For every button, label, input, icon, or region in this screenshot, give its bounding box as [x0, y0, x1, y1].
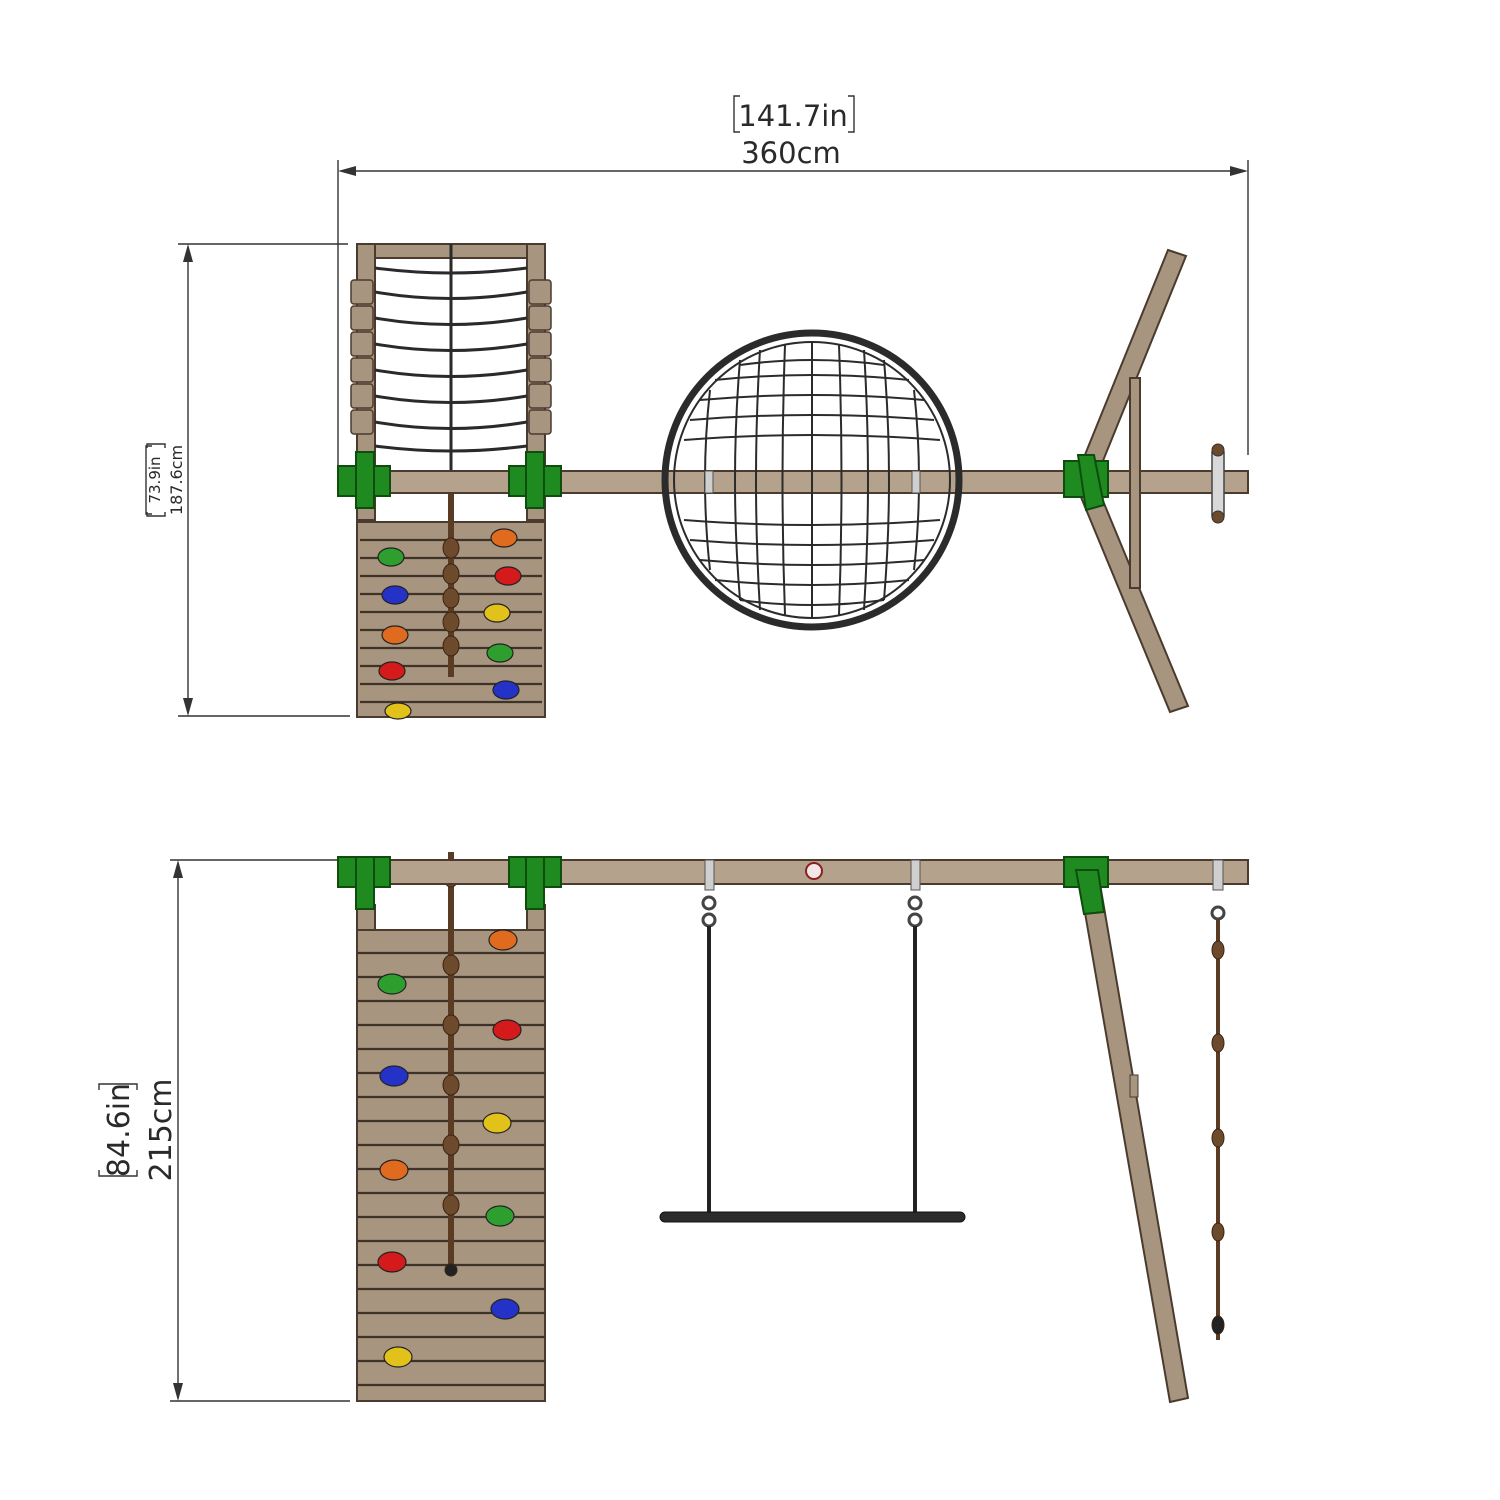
climbing-wall [356, 852, 546, 1402]
nest-swing-side [659, 859, 966, 1223]
climbing-hold [384, 702, 412, 720]
climbing-hold [488, 929, 518, 951]
top-view [337, 243, 1249, 720]
nest-swing [661, 329, 963, 631]
climbing-hold [490, 528, 518, 548]
climbing-hold [383, 1346, 413, 1368]
width-dimension: 141.7in 360cm [337, 95, 1249, 470]
green-bracket-side [337, 856, 1109, 916]
climbing-wall-top [356, 470, 546, 720]
climbing-hold [377, 1251, 407, 1273]
climbing-hold [483, 603, 511, 623]
rope-hook [1211, 443, 1225, 524]
depth-dimension: 73.9in 187.6cm [145, 243, 350, 717]
height-inches-label: 84.6in [102, 1083, 137, 1177]
climbing-hold [485, 1205, 515, 1227]
climbing-hold [381, 625, 409, 645]
climbing-hold [377, 547, 405, 567]
green-bracket [337, 451, 1109, 512]
climbing-hold [486, 643, 514, 663]
height-cm-label: 215cm [144, 1079, 179, 1182]
climbing-hold [381, 585, 409, 605]
top-beam [337, 470, 1249, 494]
depth-cm-label: 187.6cm [167, 445, 186, 515]
side-view [337, 852, 1249, 1404]
height-dimension: 84.6in 215cm [98, 859, 350, 1402]
climbing-hold [378, 661, 406, 681]
climbing-hold [494, 566, 522, 586]
width-inches-label: 141.7in [738, 99, 847, 133]
climbing-hold [492, 680, 520, 700]
a-frame-leg-side [1078, 883, 1190, 1404]
top-beam-side [337, 859, 1249, 885]
knotted-climbing-rope [1210, 859, 1226, 1340]
climbing-hold [490, 1298, 520, 1320]
climbing-hold [377, 973, 407, 995]
depth-inches-label: 73.9in [146, 456, 164, 503]
climbing-hold [379, 1159, 409, 1181]
climbing-net-frame [350, 243, 552, 470]
climbing-hold [379, 1065, 409, 1087]
climbing-hold [492, 1019, 522, 1041]
climbing-hold [482, 1112, 512, 1134]
width-cm-label: 360cm [741, 136, 841, 170]
